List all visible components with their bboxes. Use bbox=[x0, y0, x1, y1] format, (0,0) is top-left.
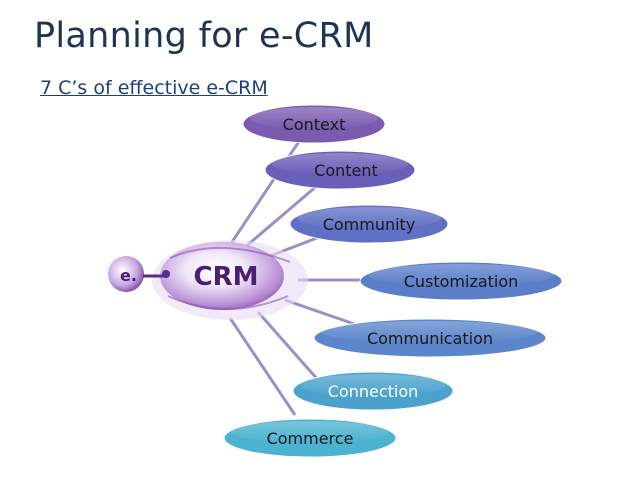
node-context: Context bbox=[242, 104, 386, 144]
node-connection: Connection bbox=[292, 371, 454, 411]
connector-content bbox=[243, 183, 319, 250]
node-community-label: Community bbox=[323, 215, 416, 234]
node-community: Community bbox=[289, 204, 449, 244]
connector-communication bbox=[284, 298, 361, 328]
node-customization-label: Customization bbox=[404, 272, 519, 291]
node-context-label: Context bbox=[283, 115, 346, 134]
node-communication-label: Communication bbox=[367, 329, 493, 348]
hub-prefix: e. bbox=[120, 266, 137, 285]
node-connection-label: Connection bbox=[328, 382, 419, 401]
e-crm-hub-logo: e. CRM bbox=[108, 240, 308, 320]
hub-label: CRM bbox=[194, 262, 259, 292]
connector-connection bbox=[256, 311, 320, 381]
page-title: Planning for e-CRM bbox=[34, 16, 374, 56]
node-customization: Customization bbox=[359, 261, 563, 301]
connector-commerce bbox=[228, 317, 297, 416]
node-content: Content bbox=[264, 150, 416, 190]
node-communication: Communication bbox=[313, 318, 547, 358]
subtitle: 7 C’s of effective e-CRM bbox=[40, 77, 268, 99]
node-commerce-label: Commerce bbox=[267, 429, 354, 448]
node-content-label: Content bbox=[314, 161, 378, 180]
node-commerce: Commerce bbox=[223, 418, 397, 458]
